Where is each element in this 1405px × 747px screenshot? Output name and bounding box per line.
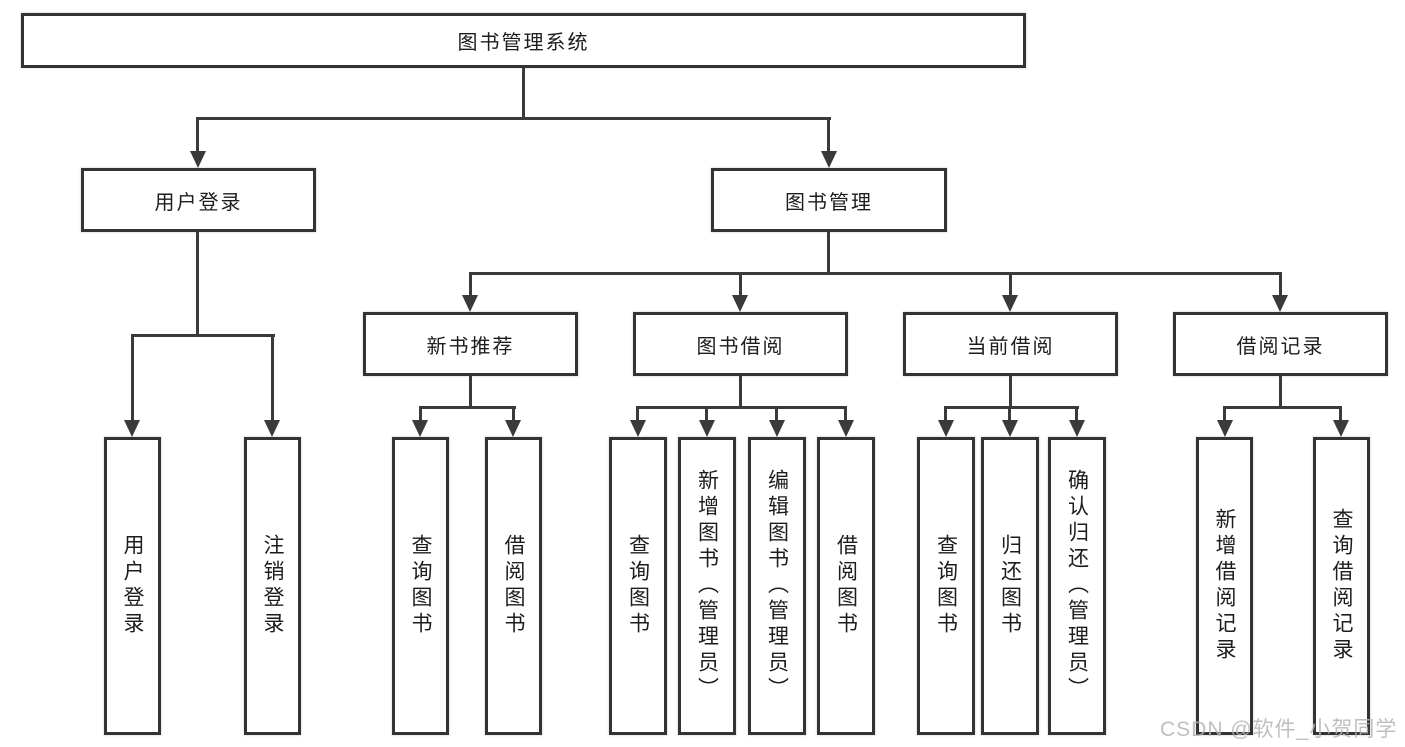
arrowhead-down xyxy=(821,151,837,168)
node-borrowing-records: 借阅记录 xyxy=(1173,312,1388,376)
arrowhead-down xyxy=(412,420,428,437)
connector-line xyxy=(775,406,778,421)
connector-line xyxy=(419,406,516,409)
arrowhead-down xyxy=(838,420,854,437)
node-book-borrowing: 图书借阅 xyxy=(633,312,848,376)
connector-line xyxy=(1009,376,1012,408)
connector-line xyxy=(944,406,1079,409)
leaf-logout: 注销登录 xyxy=(244,437,301,735)
connector-line xyxy=(636,406,639,421)
connector-line xyxy=(196,117,831,120)
leaf-return-book: 归还图书 xyxy=(981,437,1039,735)
leaf-query-books-recommend: 查询图书 xyxy=(392,437,449,735)
connector-line xyxy=(1223,406,1342,409)
node-new-book-recommend: 新书推荐 xyxy=(363,312,578,376)
leaf-add-book-admin: 新增图书（管理员） xyxy=(678,437,736,735)
arrowhead-down xyxy=(938,420,954,437)
connector-line xyxy=(196,232,199,336)
connector-line xyxy=(739,376,742,408)
leaf-query-books-borrowing: 查询图书 xyxy=(609,437,667,735)
arrowhead-down xyxy=(699,420,715,437)
connector-line xyxy=(469,376,472,408)
connector-line xyxy=(469,272,1282,275)
connector-line xyxy=(131,334,134,420)
node-book-management: 图书管理 xyxy=(711,168,947,232)
connector-line xyxy=(827,232,830,274)
connector-line xyxy=(1075,406,1078,421)
arrowhead-down xyxy=(1272,295,1288,312)
arrowhead-down xyxy=(1217,420,1233,437)
connector-line xyxy=(522,68,525,118)
arrowhead-down xyxy=(190,151,206,168)
leaf-query-books-current: 查询图书 xyxy=(917,437,975,735)
connector-line xyxy=(196,117,199,153)
connector-line xyxy=(1009,272,1012,296)
leaf-query-borrow-record: 查询借阅记录 xyxy=(1313,437,1370,735)
arrowhead-down xyxy=(505,420,521,437)
arrowhead-down xyxy=(1002,420,1018,437)
arrowhead-down xyxy=(630,420,646,437)
arrowhead-down xyxy=(264,420,280,437)
connector-line xyxy=(271,334,274,420)
node-library-system: 图书管理系统 xyxy=(21,13,1026,68)
node-current-borrowing: 当前借阅 xyxy=(903,312,1118,376)
connector-line xyxy=(1223,406,1226,421)
connector-line xyxy=(944,406,947,421)
arrowhead-down xyxy=(769,420,785,437)
leaf-edit-book-admin: 编辑图书（管理员） xyxy=(748,437,806,735)
leaf-add-borrow-record: 新增借阅记录 xyxy=(1196,437,1253,735)
arrowhead-down xyxy=(124,420,140,437)
connector-line xyxy=(469,272,472,296)
connector-line xyxy=(739,272,742,296)
leaf-user-login: 用户登录 xyxy=(104,437,161,735)
leaf-borrow-books-recommend: 借阅图书 xyxy=(485,437,542,735)
connector-line xyxy=(705,406,708,421)
connector-line xyxy=(419,406,422,421)
connector-line xyxy=(512,406,515,421)
arrowhead-down xyxy=(1333,420,1349,437)
connector-line xyxy=(131,334,275,337)
arrowhead-down xyxy=(732,295,748,312)
connector-line xyxy=(827,117,830,153)
arrowhead-down xyxy=(462,295,478,312)
node-user-login: 用户登录 xyxy=(81,168,316,232)
connector-line xyxy=(1279,376,1282,408)
connector-line xyxy=(1279,272,1282,296)
connector-line xyxy=(636,406,847,409)
csdn-watermark: CSDN @软件_小贺同学 xyxy=(1160,718,1398,741)
connector-line xyxy=(1008,406,1011,421)
arrowhead-down xyxy=(1069,420,1085,437)
arrowhead-down xyxy=(1002,295,1018,312)
leaf-borrow-books: 借阅图书 xyxy=(817,437,875,735)
leaf-confirm-return-admin: 确认归还（管理员） xyxy=(1048,437,1106,735)
connector-line xyxy=(1339,406,1342,421)
connector-line xyxy=(844,406,847,421)
